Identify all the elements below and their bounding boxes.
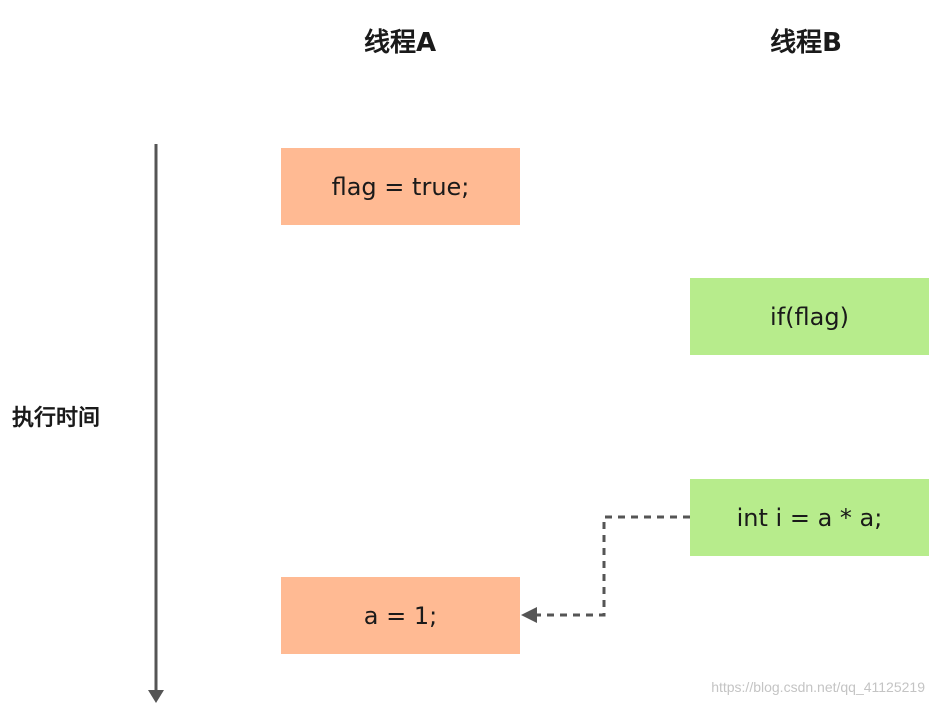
- thread-b-step-1-box: if(flag): [690, 278, 929, 355]
- thread-a-title: 线程A: [363, 28, 437, 58]
- thread-b-title: 线程B: [770, 28, 842, 58]
- thread-b-step-2-text: int i = a * a;: [736, 503, 883, 532]
- thread-a-step-1-text: flag = true;: [331, 172, 470, 201]
- thread-a-step-1-box: flag = true;: [281, 148, 520, 225]
- thread-b-step-1-text: if(flag): [770, 302, 849, 331]
- time-axis-arrowhead: [148, 690, 164, 703]
- thread-a-step-2-box: a = 1;: [281, 577, 520, 654]
- thread-a-step-2-text: a = 1;: [363, 601, 438, 630]
- dependency-arrowhead: [521, 607, 537, 623]
- execution-time-label: 执行时间: [12, 406, 101, 431]
- dependency-arrow-line: [536, 515, 690, 617]
- thread-b-step-2-box: int i = a * a;: [690, 479, 929, 556]
- watermark-url: https://blog.csdn.net/qq_41125219: [711, 679, 925, 695]
